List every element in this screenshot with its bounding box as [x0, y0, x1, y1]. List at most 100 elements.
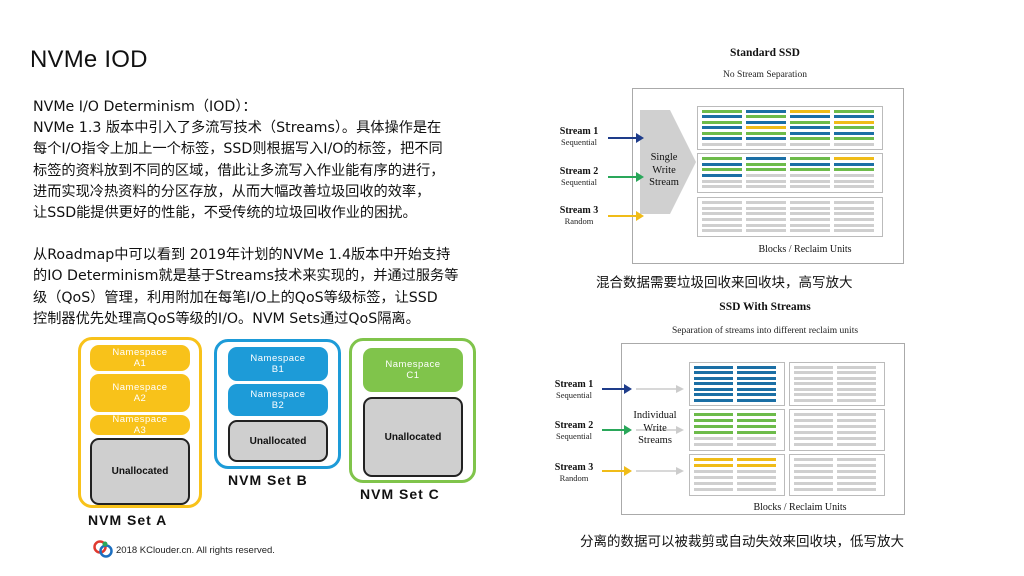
- stream-type: Random: [559, 473, 589, 483]
- block-stripe: [790, 185, 830, 189]
- ssd-streams-caption: 分离的数据可以被裁剪或自动失效来回收块，低写放大: [580, 534, 904, 550]
- block-stripe: [702, 179, 742, 183]
- block-stripe: [746, 223, 786, 227]
- namespace-label: Namespace: [112, 347, 168, 358]
- block-stripe: [790, 229, 830, 233]
- block-stripe: [790, 179, 830, 183]
- block-stripe: [794, 476, 833, 479]
- reclaim-block: [789, 362, 885, 406]
- block-stripe: [737, 419, 776, 422]
- body-text: NVMe I/O Determinism（IOD）： NVMe 1.3 版本中引…: [33, 97, 533, 330]
- block-stripe: [694, 458, 733, 461]
- reclaim-block: [689, 454, 785, 496]
- body-line: 的IO Determinism就是基于Streams技术来实现的，并通过服务等: [33, 268, 459, 285]
- block-stripe: [794, 382, 833, 386]
- block-stripe: [790, 206, 830, 210]
- block-stripe: [790, 110, 830, 113]
- block-stripe: [790, 142, 830, 146]
- ssd-streams-arrows: [602, 384, 684, 476]
- block-stripe: [702, 162, 742, 166]
- block-stripe: [837, 482, 876, 485]
- standard-ssd-blocks-label: Blocks / Reclaim Units: [758, 244, 852, 255]
- block-stripe: [834, 212, 874, 216]
- block-stripe: [837, 382, 876, 386]
- block-stripe: [746, 229, 786, 233]
- reclaim-block: [789, 454, 885, 496]
- block-stripe: [746, 201, 786, 204]
- reclaim-block: [697, 197, 883, 237]
- block-stripe: [834, 185, 874, 189]
- unallocated-c: Unallocated: [363, 397, 463, 477]
- block-stripe: [746, 131, 786, 135]
- block-stripe: [834, 179, 874, 183]
- namespace-label: Namespace: [112, 382, 168, 393]
- block-stripe: [694, 366, 733, 369]
- block-stripe: [834, 218, 874, 221]
- nvm-set-c-label: NVM Set C: [360, 486, 440, 502]
- block-stripe: [702, 229, 742, 233]
- block-stripe: [837, 387, 876, 391]
- stream-type: Sequential: [556, 431, 592, 441]
- block-stripe: [737, 437, 776, 440]
- block-stripe: [834, 131, 874, 135]
- block-stripe: [694, 476, 733, 479]
- body-line: 进而实现冷热资料的分区存放，从而大幅改善垃圾回收的效率，: [33, 183, 431, 200]
- arrow-label-line: Stream: [649, 177, 679, 188]
- block-stripe: [737, 431, 776, 434]
- block-stripe: [837, 443, 876, 446]
- block-stripe: [694, 464, 733, 467]
- stream2-arrowhead: [636, 172, 644, 182]
- block-stripe: [694, 371, 733, 375]
- block-stripe: [834, 174, 874, 177]
- block-stripe: [694, 482, 733, 485]
- block-stripe: [794, 470, 833, 473]
- block-stripe: [694, 488, 733, 491]
- namespace-id: B2: [271, 400, 285, 411]
- stream2-arrowhead: [624, 425, 632, 435]
- block-stripe: [737, 443, 776, 446]
- block-stripe: [737, 398, 776, 402]
- namespace-label: Namespace: [112, 414, 168, 425]
- stream-name: Stream 2: [554, 420, 594, 431]
- block-stripe: [737, 482, 776, 485]
- block-stripe: [746, 137, 786, 141]
- block-stripe: [746, 179, 786, 183]
- block-stripe: [737, 413, 776, 416]
- block-stripe: [694, 425, 733, 428]
- block-stripe: [702, 201, 742, 204]
- stream1-arrowhead: [636, 133, 644, 143]
- block-stripe: [702, 206, 742, 210]
- block-stripe: [834, 201, 874, 204]
- block-stripe: [746, 218, 786, 221]
- stream3-arrowhead: [636, 211, 644, 221]
- block-stripe: [694, 470, 733, 473]
- namespace-label: Namespace: [250, 353, 306, 364]
- arrow-label-line: Individual: [633, 410, 677, 421]
- stream-type: Sequential: [556, 390, 592, 400]
- block-stripe: [794, 482, 833, 485]
- page-title: NVMe IOD: [30, 46, 148, 73]
- block-stripe: [702, 131, 742, 135]
- single-stream-arrow-shape: [640, 110, 696, 214]
- namespace-id: A2: [133, 393, 147, 404]
- block-stripe: [794, 413, 833, 416]
- block-stripe: [702, 110, 742, 113]
- block-stripe: [702, 142, 742, 146]
- arrow-label-line: Write: [643, 422, 667, 434]
- reclaim-block: [689, 362, 785, 406]
- block-stripe: [794, 376, 833, 380]
- single-write-stream-label: Single Write Stream: [640, 152, 688, 190]
- block-stripe: [737, 476, 776, 479]
- body-line: NVMe 1.3 版本中引入了多流写技术（Streams）。具体操作是在: [33, 120, 442, 137]
- block-stripe: [746, 126, 786, 130]
- stream-name: Stream 1: [559, 126, 599, 137]
- block-stripe: [746, 174, 786, 177]
- block-stripe: [702, 223, 742, 227]
- block-stripe: [702, 137, 742, 141]
- block-stripe: [790, 212, 830, 216]
- block-stripe: [794, 425, 833, 428]
